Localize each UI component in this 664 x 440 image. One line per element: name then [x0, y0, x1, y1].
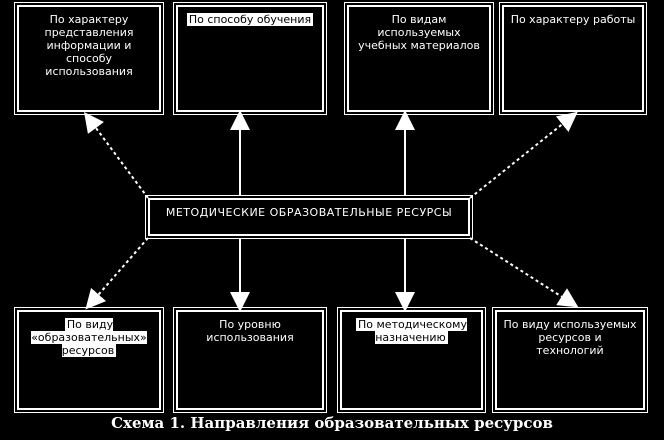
top-box-4: По характеру работы — [499, 2, 647, 115]
center-label: МЕТОДИЧЕСКИЕ ОБРАЗОВАТЕЛЬНЫЕ РЕСУРСЫ — [165, 206, 453, 219]
bottom-box-4-text: По виду используемых ресурсов и технолог… — [503, 318, 637, 357]
top-box-1-text: По характеру представления информации и … — [44, 13, 134, 78]
bottom-box-2-text: По уровню использования — [206, 318, 294, 344]
top-box-2: По способу обучения — [173, 2, 327, 115]
bottom-box-1: По виду «образовательных» ресурсов — [14, 307, 164, 413]
center-box: МЕТОДИЧЕСКИЕ ОБРАЗОВАТЕЛЬНЫЕ РЕСУРСЫ — [145, 195, 473, 239]
connector-top-1 — [84, 111, 149, 199]
bottom-box-3: По методическому назначению — [337, 307, 486, 413]
connector-top-4 — [469, 111, 578, 199]
top-box-3: По видам используемых учебных материалов — [344, 2, 494, 115]
top-box-1: По характеру представления информации и … — [14, 2, 164, 115]
bottom-box-3-text: По методическому назначению — [356, 318, 467, 344]
figure-caption: Схема 1. Направления образовательных рес… — [111, 414, 553, 432]
connector-bottom-4 — [469, 237, 579, 308]
top-box-2-text: По способу обучения — [186, 13, 314, 26]
bottom-box-2: По уровню использования — [173, 307, 327, 413]
bottom-box-1-text: По виду «образовательных» ресурсов — [31, 318, 147, 357]
bottom-box-4: По виду используемых ресурсов и технолог… — [492, 307, 648, 413]
connector-bottom-1 — [85, 237, 149, 310]
top-box-4-text: По характеру работы — [510, 13, 636, 26]
top-box-3-text: По видам используемых учебных материалов — [358, 13, 480, 52]
